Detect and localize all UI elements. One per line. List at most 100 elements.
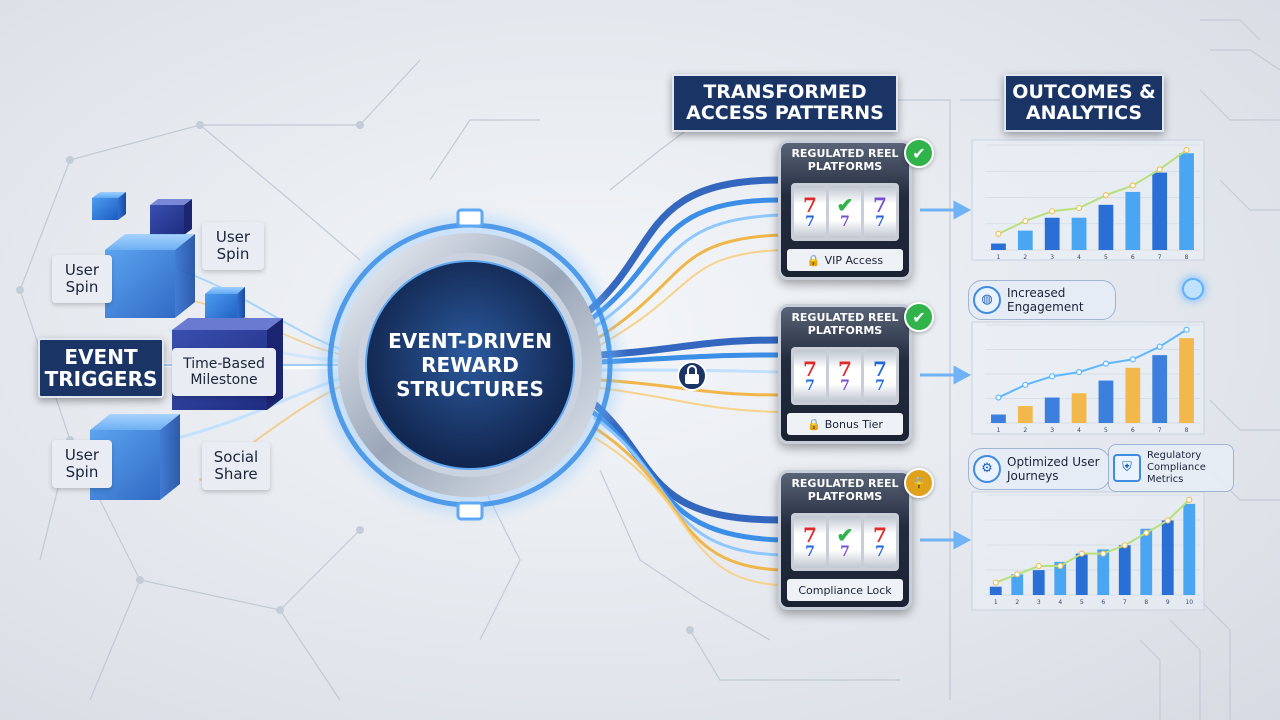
chart-trend-point	[1100, 550, 1107, 557]
chart-trend-point	[1022, 217, 1029, 225]
hub-core	[365, 260, 575, 470]
chart-tick-label: 5	[1104, 254, 1108, 261]
machine-caption: 🔒 VIP Access	[787, 249, 903, 271]
chart-trend-point	[1183, 326, 1190, 333]
metric-label: Optimized User Journeys	[1007, 454, 1100, 483]
chart-tick-label: 2	[1015, 599, 1019, 606]
chart-tick-label: 3	[1037, 599, 1041, 606]
chart-trend-point	[1075, 368, 1083, 376]
chart-tick-label: 3	[1050, 427, 1054, 434]
reel-check-icon: ✔7	[829, 516, 861, 568]
chart-trend-point	[1057, 562, 1064, 570]
chart-trend-point	[1183, 146, 1190, 154]
chart-bar	[1032, 570, 1045, 595]
chart-tick-label: 4	[1077, 254, 1081, 261]
chart-trend-point	[1102, 192, 1110, 199]
chart-tick-label: 5	[1080, 599, 1084, 606]
chart-bar	[1152, 355, 1168, 423]
hub-title: EVENT-DRIVEN REWARD STRUCTURES	[388, 329, 552, 401]
chart-tick-label: 10	[1185, 599, 1193, 606]
lock-badge-icon: 🔒	[904, 468, 934, 498]
chart-trend-point	[992, 579, 999, 586]
chart-tick-label: 2	[1023, 427, 1027, 434]
chart-tick-label: 1	[997, 427, 1001, 434]
metric-label: Regulatory Compliance Metrics	[1147, 450, 1206, 485]
globe-icon: ◍	[973, 286, 1001, 314]
circuit-traces	[1139, 19, 1280, 720]
chart-bar	[1140, 528, 1153, 595]
hex-network-lines	[19, 59, 1000, 701]
machine-caption: 🔒 Bonus Tier	[787, 413, 903, 435]
chart-bar	[1071, 217, 1087, 250]
chart-bar	[1125, 191, 1141, 250]
lock-icon: 🔒	[806, 253, 821, 267]
chart-bar	[1044, 397, 1060, 423]
chart-trend-point	[1049, 208, 1056, 215]
chart-bar	[1098, 204, 1114, 250]
chart-tick-label: 8	[1144, 599, 1148, 606]
chart-tick-label: 6	[1101, 599, 1105, 606]
chart-tick-label: 7	[1158, 254, 1162, 261]
trigger-label-time-milestone: Time-Based Milestone	[172, 348, 276, 396]
chart-trend-point	[1102, 360, 1110, 367]
metric-increased-engagement: ◍ Increased Engagement	[968, 280, 1116, 320]
chart-trend-point	[1121, 542, 1128, 549]
chart-bar	[1179, 338, 1194, 423]
chart-bar	[1179, 153, 1194, 250]
chart-bar	[989, 586, 1002, 595]
chart-bar	[991, 243, 1006, 250]
chart-tick-label: 4	[1058, 599, 1062, 606]
chart-trend-point	[1186, 496, 1193, 503]
journey-icon: ⚙	[973, 455, 1001, 483]
glow-node-icon	[1182, 278, 1204, 300]
chart-tick-label: 5	[1104, 427, 1108, 434]
chart-trend-line	[998, 149, 1188, 235]
chart-trend-point	[1156, 166, 1163, 173]
metric-regulatory-compliance: ⛨ Regulatory Compliance Metrics	[1108, 444, 1234, 492]
chart-bar	[1161, 520, 1174, 595]
hub-top-connector	[456, 208, 484, 228]
chart-trend-point	[1075, 204, 1083, 212]
chart-trend-point	[995, 394, 1002, 401]
chart-trend-line	[998, 328, 1188, 399]
chart-tick-label: 1	[994, 599, 998, 606]
machine-title: REGULATED REEL PLATFORMS	[791, 147, 899, 174]
chart-trend-point	[1129, 356, 1136, 363]
lock-icon: 🔒	[807, 417, 821, 431]
chart-bar	[1098, 380, 1114, 423]
machine-title: REGULATED REEL PLATFORMS	[791, 311, 899, 338]
chart-bar	[1011, 574, 1024, 595]
chart-tick-label: 7	[1123, 599, 1127, 606]
stream-lock-icon	[677, 361, 707, 391]
chart-tick-label: 8	[1185, 427, 1189, 434]
hex-network-nodes	[16, 121, 694, 634]
machine-title: REGULATED REEL PLATFORMS	[791, 477, 899, 504]
chart-trend-point	[1156, 343, 1163, 350]
chart-bar	[1017, 406, 1033, 423]
chart-trend-point	[1049, 373, 1056, 380]
metric-label: Increased Engagement	[1007, 285, 1084, 314]
output-arrows	[920, 200, 972, 550]
chart-bar	[991, 414, 1006, 423]
outgoing-streams	[586, 176, 784, 586]
access-patterns-title: TRANSFORMED ACCESS PATTERNS	[672, 74, 898, 132]
chart-bar	[1125, 367, 1141, 423]
chart-tick-label: 4	[1077, 427, 1081, 434]
chart-bar	[1152, 172, 1168, 250]
chart-trend-point	[1078, 550, 1085, 557]
chart-tick-label: 3	[1050, 254, 1054, 261]
chart-tick-label: 8	[1185, 254, 1189, 261]
chart-tick-label: 6	[1131, 254, 1135, 261]
chart-trend-point	[1035, 562, 1042, 570]
machine-caption-text: Bonus Tier	[824, 417, 883, 431]
chart-bar	[1097, 549, 1110, 595]
